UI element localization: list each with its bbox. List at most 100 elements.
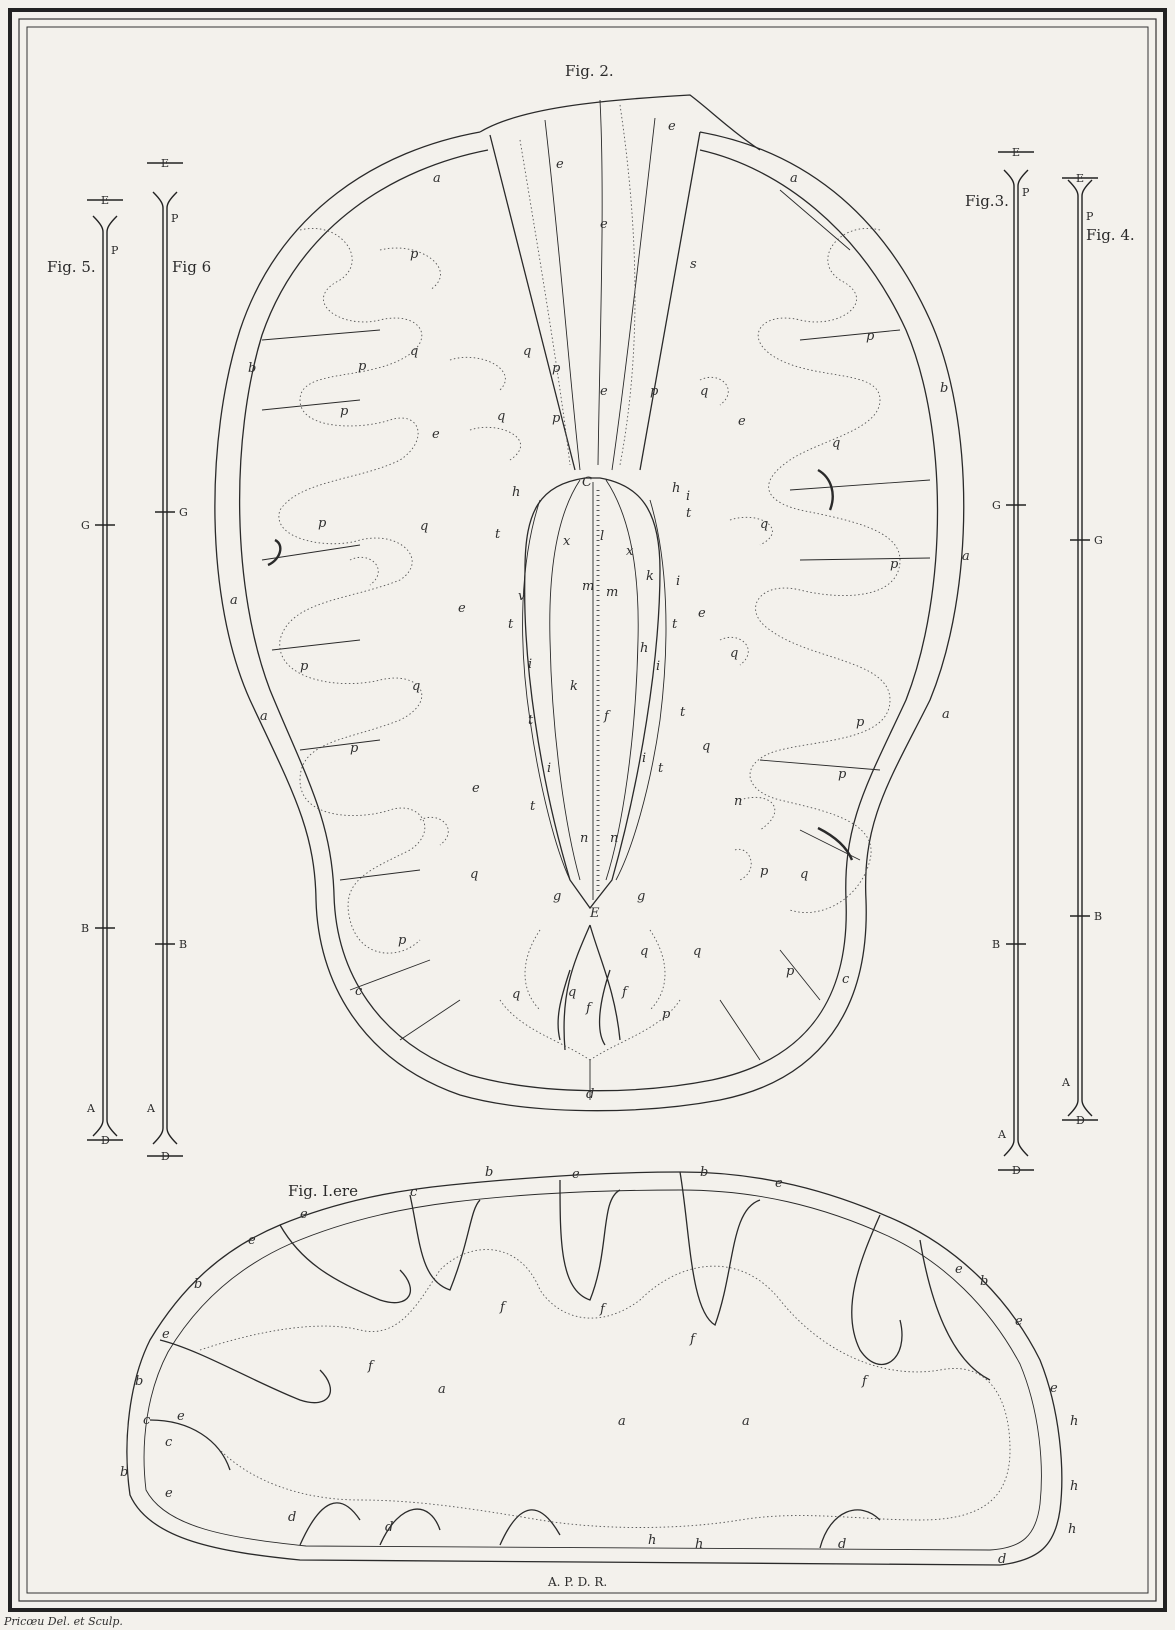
- fig5-rod-letter-B: B: [81, 922, 89, 935]
- fig1-label-e: e: [572, 1167, 580, 1182]
- fig6-rod-letter-B: B: [179, 938, 187, 951]
- fig1-label-a: a: [438, 1382, 446, 1397]
- fig2-label-t: t: [672, 617, 678, 632]
- fig4-caption: Fig. 4.: [1086, 226, 1135, 244]
- fig2-label-p: p: [786, 964, 795, 979]
- fig1-label-b: b: [700, 1165, 708, 1180]
- fig2-label-c: c: [355, 984, 363, 999]
- fig2-label-l: l: [600, 529, 604, 544]
- fig5-rod-letter-A: A: [86, 1102, 96, 1115]
- fig2-label-m: m: [606, 585, 618, 600]
- fig2-label-q: q: [700, 384, 708, 399]
- fig2-label-g: g: [637, 889, 645, 904]
- fig2-label-a: a: [942, 707, 950, 722]
- fig2-label-p: p: [650, 384, 659, 399]
- fig1-label-h: h: [1070, 1414, 1078, 1429]
- plate-mark: A. P. D. R.: [547, 1575, 607, 1589]
- fig5-caption: Fig. 5.: [47, 258, 96, 276]
- fig6-caption: Fig 6: [172, 258, 211, 276]
- fig2-label-d: d: [586, 1087, 594, 1102]
- fig2-label-e: e: [556, 157, 564, 172]
- fig2-label-e: e: [668, 119, 676, 134]
- fig1-label-h: h: [1068, 1522, 1076, 1537]
- fig2-label-i: i: [528, 657, 532, 672]
- fig2-label-p: p: [340, 404, 349, 419]
- fig2-label-e: e: [600, 217, 608, 232]
- fig1-label-e: e: [162, 1327, 170, 1342]
- fig2-label-n: n: [734, 794, 742, 809]
- fig1-label-c: c: [165, 1435, 173, 1450]
- fig2-label-q: q: [640, 944, 648, 959]
- fig1-label-d: d: [998, 1552, 1006, 1567]
- fig2-label-a: a: [790, 171, 798, 186]
- fig2-label-p: p: [866, 329, 875, 344]
- fig2-label-h: h: [672, 481, 680, 496]
- fig1-label-b: b: [194, 1277, 202, 1292]
- fig3-rod-letter-E: E: [1012, 146, 1020, 159]
- fig2-label-q: q: [410, 344, 418, 359]
- fig1-label-e: e: [300, 1207, 308, 1222]
- fig2-label-t: t: [528, 713, 534, 728]
- fig2-label-E: E: [589, 906, 600, 921]
- fig1-label-b: b: [120, 1465, 128, 1480]
- fig1-label-d: d: [838, 1537, 846, 1552]
- fig1-label-h: h: [695, 1537, 703, 1552]
- fig1-label-e: e: [165, 1486, 173, 1501]
- fig2-label-k: k: [570, 679, 578, 694]
- fig2-label-p: p: [760, 864, 769, 879]
- fig2-label-t: t: [508, 617, 514, 632]
- fig2-label-h: h: [640, 641, 648, 656]
- fig2-label-t: t: [686, 506, 692, 521]
- fig1-label-a: a: [618, 1414, 626, 1429]
- fig2-label-q: q: [832, 436, 840, 451]
- fig2-label-q: q: [523, 344, 531, 359]
- fig2-label-v: v: [518, 589, 526, 604]
- fig2-label-q: q: [693, 944, 701, 959]
- fig1-label-c: c: [143, 1413, 151, 1428]
- fig1-label-e: e: [1015, 1314, 1023, 1329]
- fig2-label-n: n: [610, 831, 618, 846]
- fig2-label-b: b: [940, 381, 948, 396]
- fig2-label-p: p: [358, 359, 367, 374]
- fig2-label-c: c: [842, 972, 850, 987]
- fig4-rod-letter-E: E: [1076, 172, 1084, 185]
- fig2-label-e: e: [472, 781, 480, 796]
- fig3-rod-letter-D: D: [1012, 1164, 1021, 1177]
- fig2-label-q: q: [512, 987, 520, 1002]
- fig2-label-q: q: [568, 985, 576, 1000]
- fig1-caption: Fig. I.ere: [288, 1182, 358, 1200]
- fig1-label-c: c: [410, 1185, 418, 1200]
- fig2-label-a: a: [433, 171, 441, 186]
- fig2-label-s: s: [690, 257, 697, 272]
- fig4-rod-letter-B: B: [1094, 910, 1102, 923]
- fig2-label-p: p: [890, 557, 899, 572]
- fig2-label-i: i: [547, 761, 551, 776]
- fig2-label-i: i: [686, 489, 690, 504]
- fig2-label-C: C: [582, 475, 592, 490]
- fig6-rod-letter-D: D: [161, 1150, 170, 1163]
- fig2-label-e: e: [432, 427, 440, 442]
- fig1-label-d: d: [385, 1520, 393, 1535]
- fig2-label-g: g: [553, 889, 561, 904]
- fig1-label-b: b: [980, 1274, 988, 1289]
- fig1-label-b: b: [485, 1165, 493, 1180]
- fig4-rod-letter-G: G: [1094, 534, 1103, 547]
- fig2-label-q: q: [730, 646, 738, 661]
- fig2-label-q: q: [470, 867, 478, 882]
- fig2-label-e: e: [600, 384, 608, 399]
- fig2-label-t: t: [495, 527, 501, 542]
- fig2-label-a: a: [260, 709, 268, 724]
- fig5-rod-letter-P: P: [111, 244, 119, 257]
- fig1-label-e: e: [955, 1262, 963, 1277]
- fig2-label-p: p: [856, 715, 865, 730]
- fig6-rod-letter-P: P: [171, 212, 179, 225]
- fig1-label-h: h: [1070, 1479, 1078, 1494]
- fig2-label-x: x: [626, 544, 634, 559]
- fig2-label-i: i: [656, 659, 660, 674]
- fig2-label-q: q: [702, 739, 710, 754]
- fig2-label-m: m: [582, 579, 594, 594]
- fig2-label-e: e: [738, 414, 746, 429]
- fig2-label-x: x: [563, 534, 571, 549]
- fig2-label-q: q: [412, 679, 420, 694]
